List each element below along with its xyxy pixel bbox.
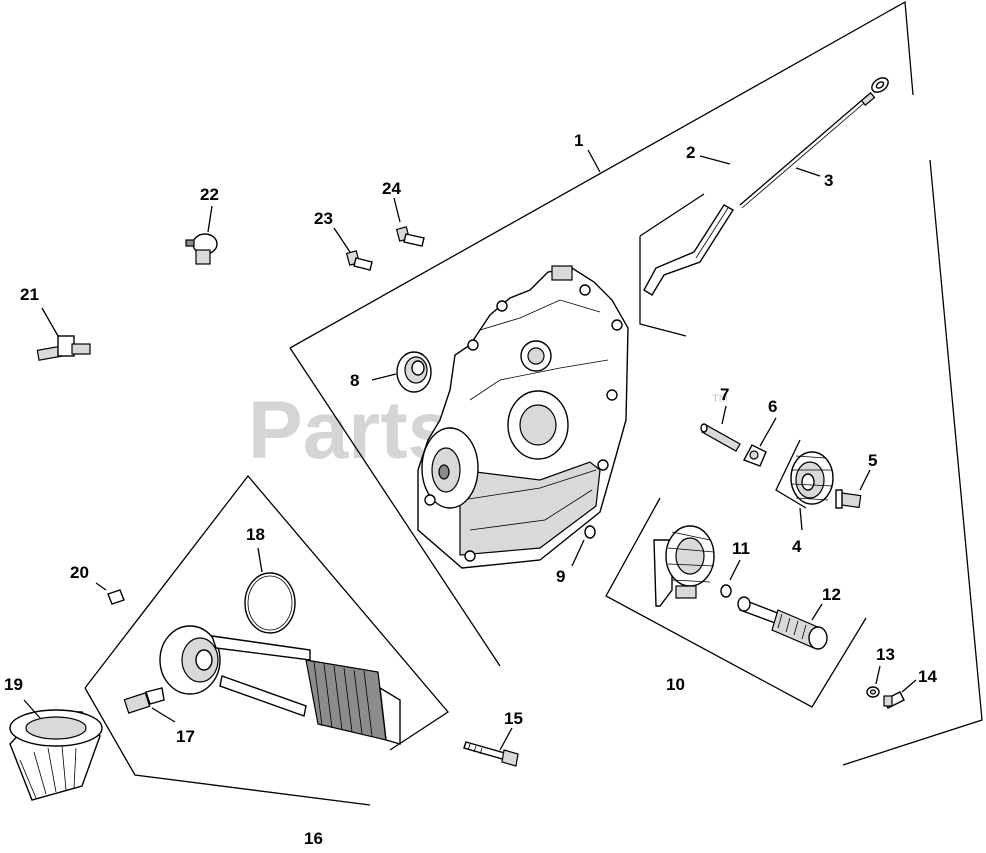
dipstick-part-3[interactable] bbox=[739, 75, 891, 209]
group-outline-2 bbox=[639, 193, 705, 337]
bolt-part-23[interactable] bbox=[345, 250, 373, 271]
group-outline-1 bbox=[289, 0, 983, 766]
group-outline-16 bbox=[84, 474, 449, 806]
callout-17: 17 bbox=[176, 727, 195, 746]
oil-seal-part-8[interactable] bbox=[396, 351, 432, 393]
callout-13: 13 bbox=[876, 645, 895, 664]
callout-24: 24 bbox=[382, 179, 401, 198]
gear-cover-part-1[interactable] bbox=[417, 265, 629, 569]
washer-part-13[interactable] bbox=[866, 686, 880, 698]
long-bolt-part-15[interactable] bbox=[463, 741, 519, 767]
oil-filter-part-19[interactable] bbox=[9, 709, 103, 801]
callout-22: 22 bbox=[200, 185, 219, 204]
oil-cooler-part-16[interactable] bbox=[159, 625, 401, 745]
elbow-fitting-part-21[interactable] bbox=[36, 335, 91, 361]
group-outline-10 bbox=[605, 497, 867, 708]
group-outline-4 bbox=[775, 439, 807, 509]
callout-2: 2 bbox=[686, 143, 695, 162]
callout-9: 9 bbox=[556, 567, 565, 586]
callout-21: 21 bbox=[20, 285, 39, 304]
callout-6: 6 bbox=[768, 397, 777, 416]
gear-part-4[interactable] bbox=[790, 451, 834, 505]
callout-12: 12 bbox=[822, 585, 841, 604]
callout-16: 16 bbox=[304, 829, 323, 848]
o-ring-part-9[interactable] bbox=[584, 525, 596, 539]
callout-11: 11 bbox=[732, 539, 750, 558]
callout-18: 18 bbox=[246, 525, 265, 544]
callout-4: 4 bbox=[792, 537, 802, 556]
callout-20: 20 bbox=[70, 563, 89, 582]
callout-5: 5 bbox=[868, 451, 877, 470]
callout-8: 8 bbox=[350, 371, 359, 390]
o-ring-part-18[interactable] bbox=[244, 572, 296, 634]
callout-14: 14 bbox=[918, 667, 937, 686]
callout-1: 1 bbox=[574, 131, 583, 150]
bolt-part-14[interactable] bbox=[883, 691, 905, 709]
oil-pump-assembly-part-10[interactable] bbox=[653, 525, 715, 607]
oil-sensor-part-22[interactable] bbox=[185, 233, 218, 265]
leader-lines bbox=[23, 149, 917, 751]
oil-pickup-part-12[interactable] bbox=[737, 596, 828, 650]
callout-3: 3 bbox=[824, 171, 833, 190]
callouts: 1 2 3 4 5 6 7 8 9 10 11 12 13 14 15 16 1… bbox=[4, 131, 937, 848]
watermark-trademark: TM bbox=[712, 393, 728, 405]
callout-10: 10 bbox=[666, 675, 685, 694]
callout-15: 15 bbox=[504, 709, 523, 728]
clip-part-20[interactable] bbox=[107, 589, 125, 605]
o-ring-part-11[interactable] bbox=[720, 584, 732, 598]
dipstick-tube-part-2[interactable] bbox=[643, 204, 734, 296]
bolt-part-24[interactable] bbox=[395, 226, 425, 247]
callout-19: 19 bbox=[4, 675, 23, 694]
pin-part-7[interactable] bbox=[700, 423, 741, 452]
callout-7: 7 bbox=[720, 385, 729, 404]
callout-23: 23 bbox=[314, 209, 333, 228]
bracket-part-6[interactable] bbox=[743, 444, 767, 467]
shaft-part-5[interactable] bbox=[835, 489, 862, 509]
fitting-part-17[interactable] bbox=[123, 687, 165, 714]
